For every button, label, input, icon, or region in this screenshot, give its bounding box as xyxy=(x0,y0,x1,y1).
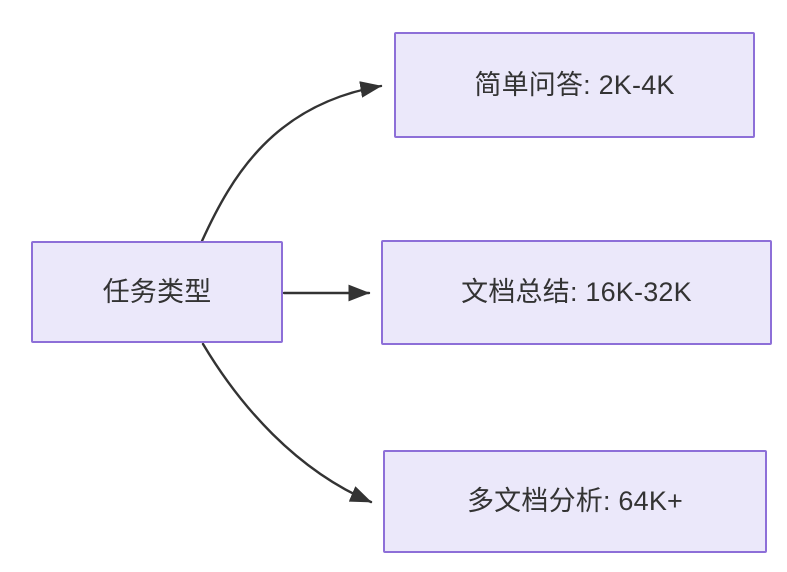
node-simple-qa-label: 简单问答: 2K-4K xyxy=(474,69,675,100)
node-doc-summary[interactable]: 文档总结: 16K-32K xyxy=(381,240,772,345)
node-doc-summary-label: 文档总结: 16K-32K xyxy=(461,277,692,308)
edge-source-to-multi-doc xyxy=(201,342,373,504)
edge-source-to-simple-qa xyxy=(200,81,383,243)
node-simple-qa[interactable]: 简单问答: 2K-4K xyxy=(394,32,755,138)
node-task-type[interactable]: 任务类型 xyxy=(31,241,283,343)
node-multi-doc[interactable]: 多文档分析: 64K+ xyxy=(383,450,767,553)
node-multi-doc-label: 多文档分析: 64K+ xyxy=(466,486,683,517)
node-task-type-label: 任务类型 xyxy=(102,276,212,307)
